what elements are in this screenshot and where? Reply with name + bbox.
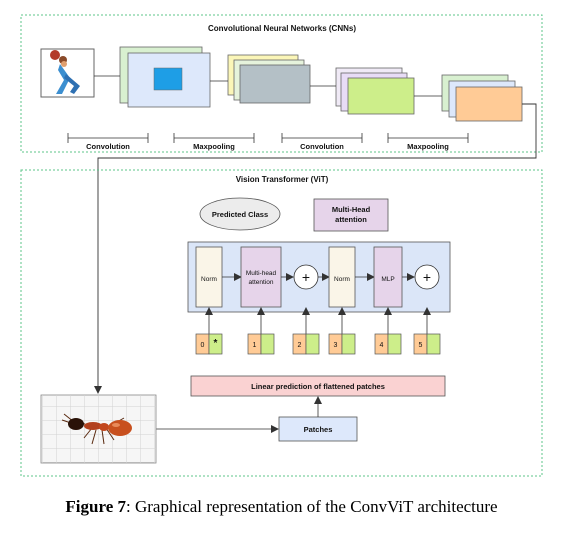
- predicted-class-label: Predicted Class: [212, 210, 268, 219]
- multi-head-attention-line1: Multi-Head: [332, 205, 371, 214]
- figure-label: Figure 7: [65, 497, 127, 516]
- pool-block-1: [227, 54, 311, 104]
- norm-block-2: [328, 246, 356, 308]
- add-node-2: [414, 264, 440, 290]
- multi-head-attention-block: [240, 246, 282, 308]
- multi-head-attention-line2: attention: [335, 215, 367, 224]
- cnn-title: Convolutional Neural Networks (CNNs): [208, 24, 356, 33]
- token-0-index: 0: [201, 342, 205, 349]
- feature-square: [153, 67, 183, 91]
- linear-prediction-label: Linear prediction of flattened patches: [251, 382, 385, 391]
- figure-caption-text: : Graphical representation of the ConvVi…: [126, 497, 498, 516]
- figure-caption: Figure 7: Graphical representation of th…: [0, 497, 563, 517]
- token-4-index: 4: [380, 342, 384, 349]
- cnn-frame: [20, 14, 543, 153]
- token-1: 1: [247, 333, 275, 355]
- cnn-to-vit-arrow: [94, 103, 537, 394]
- stage-label-maxpooling-2: Maxpooling: [407, 142, 449, 151]
- stage-label-convolution-2: Convolution: [300, 142, 344, 151]
- cnn-input-image: [40, 48, 95, 98]
- norm-label-2: Norm: [334, 276, 350, 283]
- patches-box: [278, 416, 358, 442]
- ant-input-image: [40, 394, 157, 464]
- stage-label-maxpooling-1: Maxpooling: [193, 142, 235, 151]
- vit-title: Vision Transformer (ViT): [236, 175, 329, 184]
- add-symbol-1: +: [302, 269, 310, 285]
- token-5: 5: [413, 333, 441, 355]
- token-2: 2: [292, 333, 320, 355]
- token-0: 0 *: [195, 333, 223, 355]
- add-symbol-2: +: [423, 269, 431, 285]
- token-3: 3: [328, 333, 356, 355]
- mha-block-line1: Multi-head: [246, 270, 277, 277]
- conv-block-2: [335, 67, 415, 115]
- stage-bracket: [67, 133, 149, 143]
- vit-frame: [20, 169, 543, 477]
- predicted-class-node: [199, 197, 281, 231]
- stage-bracket: [173, 133, 255, 143]
- multi-head-attention-box: [313, 198, 389, 232]
- token-3-index: 3: [334, 342, 338, 349]
- token-4: 4: [374, 333, 402, 355]
- mlp-label: MLP: [381, 276, 394, 283]
- stage-label-convolution-1: Convolution: [86, 142, 130, 151]
- patches-label: Patches: [304, 425, 333, 434]
- norm-label-1: Norm: [201, 276, 217, 283]
- token-0-mark: *: [214, 338, 218, 349]
- stage-bracket: [387, 133, 469, 143]
- stage-bracket: [281, 133, 363, 143]
- token-2-index: 2: [298, 342, 302, 349]
- token-5-index: 5: [419, 342, 423, 349]
- conv-block-1: [119, 46, 211, 108]
- pool-block-2: [441, 74, 523, 122]
- token-1-index: 1: [253, 342, 257, 349]
- mha-block-line2: attention: [249, 279, 274, 286]
- mlp-block: [373, 246, 403, 308]
